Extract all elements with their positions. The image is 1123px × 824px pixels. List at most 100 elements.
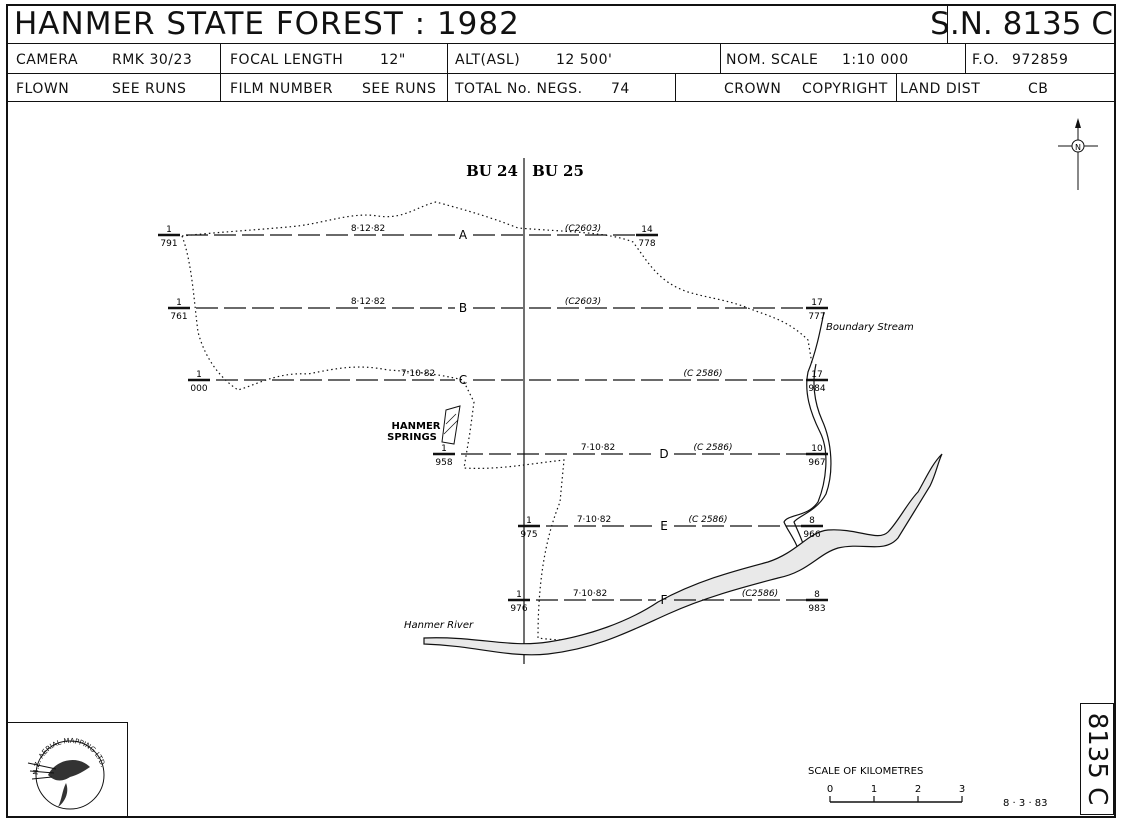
flown-label: FLOWN <box>16 81 70 97</box>
film-number-label: FILM NUMBER <box>230 81 333 97</box>
run-d-letter: D <box>659 447 668 461</box>
fo-label: F.O. <box>972 52 1000 68</box>
focal-length-label: FOCAL LENGTH <box>230 52 344 68</box>
run-a-end-neg: 778 <box>638 239 655 249</box>
flown-value: SEE RUNS <box>112 81 187 97</box>
run-a-end-frame: 14 <box>641 225 653 235</box>
copyright-label: COPYRIGHT <box>802 81 888 97</box>
aerial-mapping-logo-icon: N.Z. AERIAL MAPPING LTD. <box>27 737 107 810</box>
flight-plan-map: N BU 24 BU 25 Boundary Stream Hanmer Riv… <box>158 118 1098 809</box>
film-number-value: SEE RUNS <box>362 81 437 97</box>
run-e-start-neg: 975 <box>520 530 537 540</box>
run-a-letter: A <box>459 228 468 242</box>
run-c-end-neg: 984 <box>808 384 825 394</box>
scale-tick-label: 1 <box>871 784 877 795</box>
scale-bar: 0 1 2 3 <box>827 784 965 803</box>
hanmer-river <box>423 453 943 656</box>
forest-boundary <box>181 201 813 641</box>
run-c-end-frame: 17 <box>811 370 822 380</box>
scale-tick-label: 3 <box>959 784 965 795</box>
run-d-start-frame: 1 <box>441 444 447 454</box>
run-a-film: (C2603) <box>565 224 601 234</box>
run-f-letter: F <box>661 593 668 607</box>
run-c-letter: C <box>459 373 467 387</box>
focal-length-value: 12" <box>380 52 406 68</box>
info-divider <box>675 74 676 102</box>
title-divider <box>947 4 948 44</box>
company-logo: N.Z. AERIAL MAPPING LTD. <box>8 722 128 816</box>
run-e-film: (C 2586) <box>688 515 727 525</box>
camera-value: RMK 30/23 <box>112 52 193 68</box>
town-label-line1: HANMER <box>392 421 441 432</box>
run-d-film: (C 2586) <box>693 443 732 453</box>
info-divider <box>720 44 721 74</box>
run-f-start-neg: 976 <box>510 604 527 614</box>
run-e-date: 7·10·82 <box>577 515 611 525</box>
fo-value: 972859 <box>1012 52 1069 68</box>
run-d-date: 7·10·82 <box>581 443 615 453</box>
bu25-label: BU 25 <box>532 162 584 180</box>
flight-runs: A 1 791 14 778 8·12·82 (C2603) B 1 761 17 777 8·12·8… <box>158 224 828 614</box>
run-d-end-neg: 967 <box>808 458 825 468</box>
side-sheet-label-box: 8135 C <box>1080 703 1114 815</box>
info-row-1 <box>6 44 1116 74</box>
run-a-date: 8·12·82 <box>351 224 385 234</box>
bu24-label: BU 24 <box>466 162 518 180</box>
run-e-start-frame: 1 <box>526 516 532 526</box>
run-b-end-frame: 17 <box>811 298 822 308</box>
total-negs-value: 74 <box>611 81 630 97</box>
nominal-scale-label: NOM. SCALE <box>726 52 819 68</box>
north-label: N <box>1075 143 1081 152</box>
info-row-2 <box>6 74 1116 102</box>
info-divider <box>447 44 448 102</box>
sheet-number: S.N. 8135 C <box>930 6 1113 42</box>
run-b-end-neg: 777 <box>808 312 825 322</box>
altitude-label: ALT(ASL) <box>455 52 521 68</box>
run-c-start-neg: 000 <box>190 384 207 394</box>
run-b-letter: B <box>459 301 467 315</box>
run-b-start-neg: 761 <box>170 312 187 322</box>
run-e-letter: E <box>660 519 668 533</box>
run-f-start-frame: 1 <box>516 590 522 600</box>
run-f-date: 7·10·82 <box>573 589 607 599</box>
map-title: HANMER STATE FOREST : 1982 <box>14 6 520 42</box>
run-f-end-frame: 8 <box>814 590 820 600</box>
run-c-date: 7·10·82 <box>401 369 435 379</box>
nominal-scale-value: 1:10 000 <box>842 52 909 68</box>
run-c-start-frame: 1 <box>196 370 202 380</box>
info-divider <box>896 74 897 102</box>
run-b-film: (C2603) <box>565 297 601 307</box>
camera-label: CAMERA <box>16 52 79 68</box>
info-divider <box>220 44 221 102</box>
info-divider <box>965 44 966 74</box>
date-stamp: 8 · 3 · 83 <box>1003 798 1048 809</box>
run-b-date: 8·12·82 <box>351 297 385 307</box>
north-arrow-icon: N <box>1058 118 1098 190</box>
run-c-film: (C 2586) <box>683 369 722 379</box>
total-negs-label: TOTAL No. NEGS. <box>455 81 583 97</box>
land-district-value: CB <box>1028 81 1049 97</box>
run-d-end-frame: 10 <box>811 444 823 454</box>
run-a-start-neg: 791 <box>160 239 177 249</box>
hanmer-springs-town-icon <box>441 405 461 445</box>
scale-title: SCALE OF KILOMETRES <box>808 766 923 777</box>
town-label-line2: SPRINGS <box>387 432 437 443</box>
run-b-start-frame: 1 <box>176 298 182 308</box>
run-e-end-neg: 966 <box>803 530 820 540</box>
run-d-start-neg: 958 <box>435 458 452 468</box>
run-a-start-frame: 1 <box>166 225 172 235</box>
title-bar <box>6 4 1116 44</box>
run-e-end-frame: 8 <box>809 516 815 526</box>
land-district-label: LAND DIST <box>900 81 981 97</box>
boundary-stream-label: Boundary Stream <box>826 322 914 333</box>
crown-label: CROWN <box>724 81 782 97</box>
boundary-stream <box>783 311 827 563</box>
scale-tick-label: 2 <box>915 784 921 795</box>
side-sheet-label: 8135 C <box>1082 712 1112 806</box>
hanmer-river-label: Hanmer River <box>404 620 474 631</box>
run-f-end-neg: 983 <box>808 604 825 614</box>
scale-tick-label: 0 <box>827 784 833 795</box>
altitude-value: 12 500' <box>556 52 613 68</box>
map-frame <box>6 4 1116 818</box>
run-f-film: (C2586) <box>742 589 778 599</box>
